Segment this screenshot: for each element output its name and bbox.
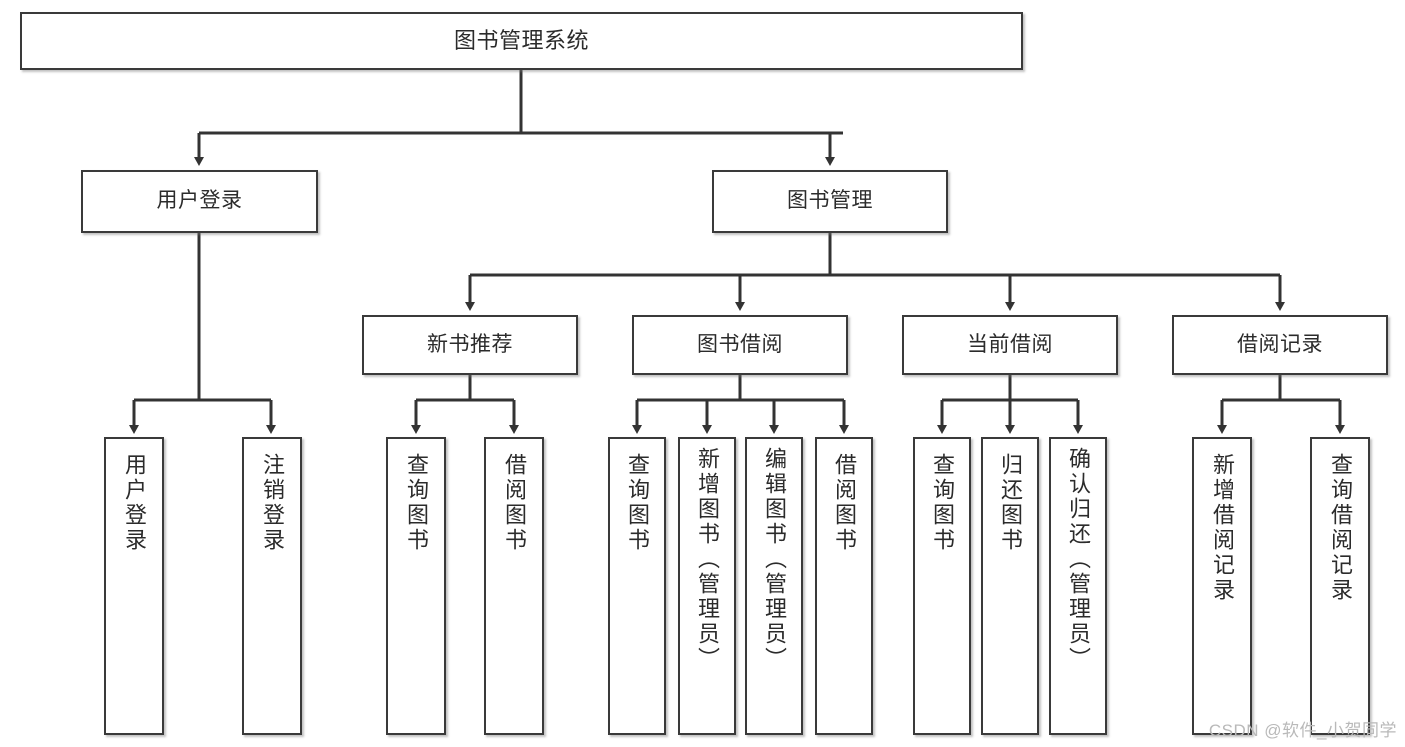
node-user-login-label: 用户登录	[156, 189, 243, 213]
leaf-cb-query-book-label: 查询图书	[930, 453, 955, 553]
node-book-borrow-label: 图书借阅	[697, 332, 783, 356]
leaf-bb-add-book[interactable]: 新增图书（管理员）	[678, 437, 736, 735]
node-new-book-recommend-label: 新书推荐	[427, 332, 513, 356]
leaf-logout-label: 注销登录	[260, 453, 285, 553]
node-current-borrow-label: 当前借阅	[967, 332, 1053, 356]
leaf-br-query-record-label: 查询借阅记录	[1328, 453, 1353, 603]
node-book-manage[interactable]: 图书管理	[712, 170, 948, 233]
leaf-logout[interactable]: 注销登录	[242, 437, 302, 735]
leaf-nb-query-book[interactable]: 查询图书	[386, 437, 446, 735]
leaf-user-login-label: 用户登录	[122, 453, 147, 553]
node-root-label: 图书管理系统	[453, 28, 589, 54]
leaf-bb-edit-book-label: 编辑图书（管理员）	[762, 447, 787, 672]
leaf-nb-borrow-book[interactable]: 借阅图书	[484, 437, 544, 735]
leaf-bb-borrow-book[interactable]: 借阅图书	[815, 437, 873, 735]
leaf-cb-return-book-label: 归还图书	[998, 453, 1023, 553]
leaf-br-add-record-label: 新增借阅记录	[1210, 453, 1235, 603]
node-new-book-recommend[interactable]: 新书推荐	[362, 315, 578, 375]
leaf-br-query-record[interactable]: 查询借阅记录	[1310, 437, 1370, 735]
watermark-text: CSDN @软件_小贺同学	[1208, 721, 1397, 740]
leaf-nb-borrow-book-label: 借阅图书	[502, 453, 527, 553]
leaf-bb-edit-book[interactable]: 编辑图书（管理员）	[745, 437, 803, 735]
node-borrow-record-label: 借阅记录	[1237, 332, 1323, 356]
leaf-bb-query-book-label: 查询图书	[625, 453, 650, 553]
leaf-cb-query-book[interactable]: 查询图书	[913, 437, 971, 735]
node-root[interactable]: 图书管理系统	[20, 12, 1023, 70]
leaf-cb-confirm-return-label: 确认归还（管理员）	[1066, 447, 1091, 672]
node-borrow-record[interactable]: 借阅记录	[1172, 315, 1388, 375]
leaf-cb-confirm-return[interactable]: 确认归还（管理员）	[1049, 437, 1107, 735]
leaf-bb-borrow-book-label: 借阅图书	[832, 453, 857, 553]
leaf-user-login[interactable]: 用户登录	[104, 437, 164, 735]
leaf-cb-return-book[interactable]: 归还图书	[981, 437, 1039, 735]
leaf-bb-query-book[interactable]: 查询图书	[608, 437, 666, 735]
node-book-borrow[interactable]: 图书借阅	[632, 315, 848, 375]
leaf-nb-query-book-label: 查询图书	[404, 453, 429, 553]
leaf-br-add-record[interactable]: 新增借阅记录	[1192, 437, 1252, 735]
node-book-manage-label: 图书管理	[787, 189, 873, 213]
node-current-borrow[interactable]: 当前借阅	[902, 315, 1118, 375]
node-user-login[interactable]: 用户登录	[81, 170, 318, 233]
leaf-bb-add-book-label: 新增图书（管理员）	[695, 447, 720, 672]
